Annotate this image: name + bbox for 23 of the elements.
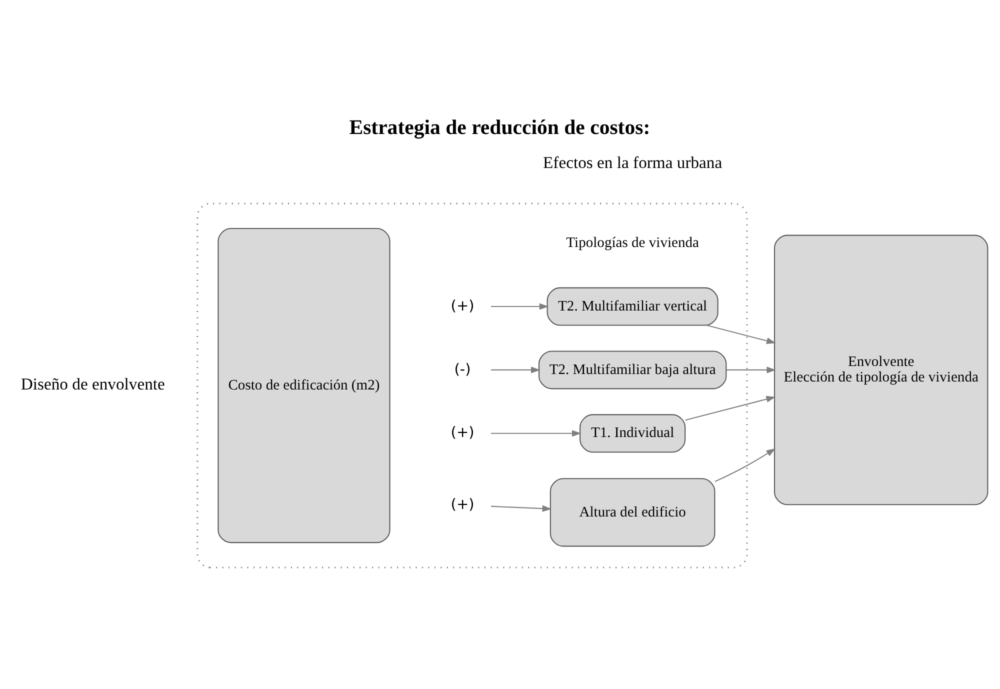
node-text: (+) xyxy=(450,424,474,441)
node-box: Altura del edificio xyxy=(550,478,716,546)
arrow xyxy=(706,324,776,344)
node-box: Envolvente Elección de tipología de vivienda xyxy=(774,234,988,505)
node-box: T2. Multifamiliar baja altura xyxy=(538,350,727,389)
node-box: Costo de edificación (m2) xyxy=(218,228,390,543)
node-text: (-) xyxy=(454,360,471,378)
arrow xyxy=(714,448,776,482)
arrow xyxy=(490,430,582,436)
node-text: (+) xyxy=(450,296,474,314)
arrow xyxy=(726,366,776,373)
diagram-title: Estrategia de reducción de costos: xyxy=(349,115,650,138)
cluster xyxy=(196,202,748,568)
label: Tipologías de vivienda xyxy=(566,234,699,250)
node-box: T2. Multifamiliar vertical xyxy=(546,286,718,326)
arrow xyxy=(490,366,540,373)
label: Diseño de envolvente xyxy=(20,374,165,394)
arrow xyxy=(685,395,776,420)
arrow xyxy=(490,504,552,512)
arrow xyxy=(490,302,549,310)
node-box: T1. Individual xyxy=(580,414,686,452)
node-text: (+) xyxy=(450,495,474,512)
label: Efectos en la forma urbana xyxy=(543,152,722,172)
